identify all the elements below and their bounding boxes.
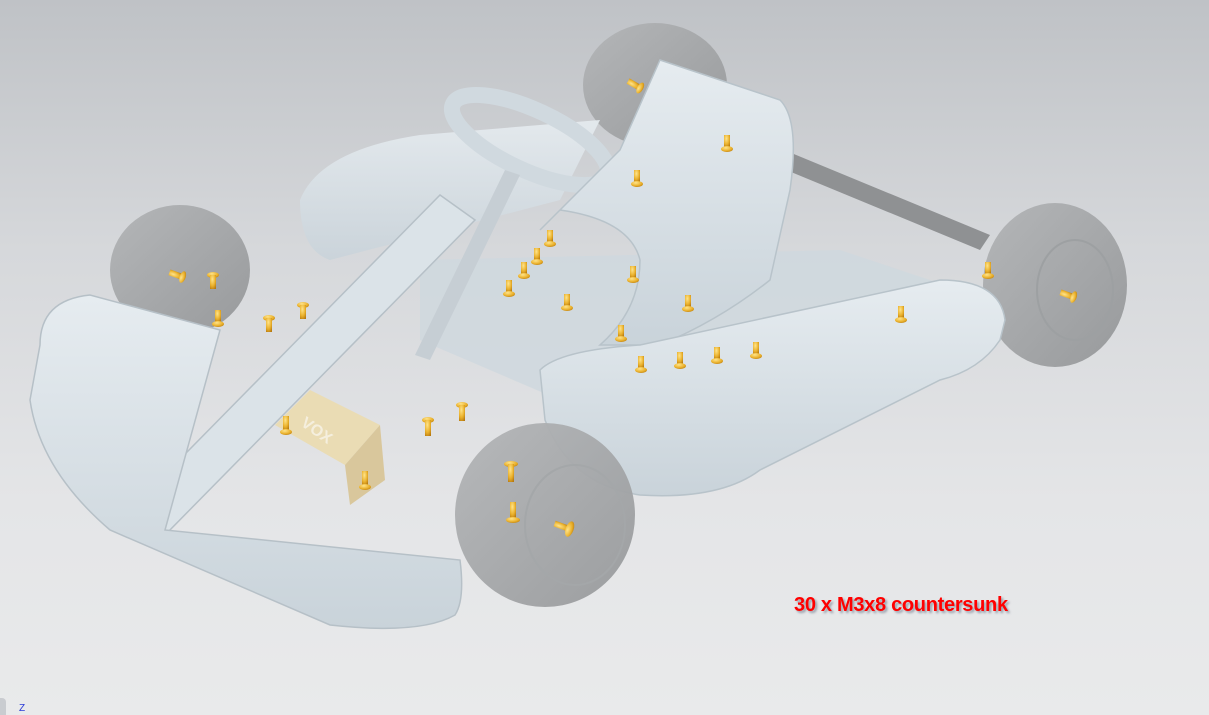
rear-axle — [750, 140, 990, 250]
screw-count-annotation: 30 x M3x8 countersunk — [794, 594, 1008, 616]
front-nose — [29, 294, 463, 630]
wheel-front-right — [455, 423, 635, 607]
wheel-rear-right — [983, 203, 1127, 367]
seat — [539, 59, 795, 346]
view-triad[interactable] — [0, 698, 6, 715]
steering-column — [415, 170, 520, 360]
motor: VOX — [275, 390, 385, 505]
rear-fairing — [300, 120, 600, 260]
wheel-front-left — [110, 205, 250, 335]
axis-label-z: Z — [19, 703, 26, 714]
countersunk-screws — [168, 78, 1078, 537]
